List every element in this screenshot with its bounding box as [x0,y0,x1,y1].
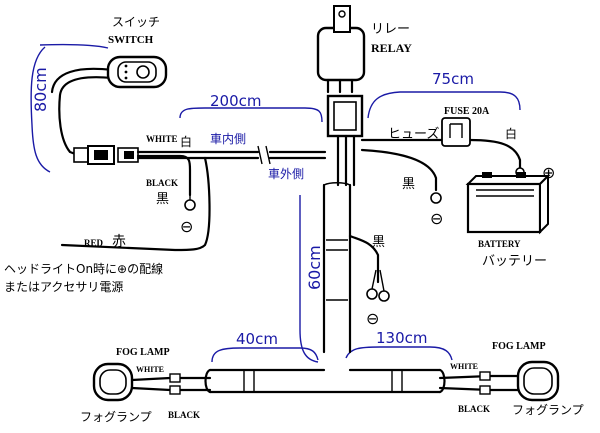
relay-socket [326,94,364,187]
note-line-2: またはアクセサリ電源 [4,280,123,294]
white-fog-left: WHITE [136,365,164,374]
relay-ground-wire [360,148,438,192]
dim-80-bracket [30,46,51,173]
dim-130-label: 130cm [376,329,428,347]
relay-jp-label: リレー [371,22,410,37]
fuse-en-label: FUSE 20A [444,106,490,117]
battery-en-label: BATTERY [478,239,521,249]
relay [316,5,366,94]
black-fog-left: BLACK [168,410,200,420]
outside-car-label: 車外側 [268,167,304,181]
bottom-harness [204,368,446,394]
minus-mid: ⊖ [430,209,443,228]
fog-lamp-left [92,362,212,402]
white-en-left: WHITE [146,134,178,144]
dim-60-bracket [299,194,319,363]
black-jp-left: 黒 [156,192,169,207]
fog-lamp-left-label: FOG LAMP [116,347,170,358]
fog-lamp-right [438,360,560,402]
black-jp-center: 黒 [372,235,385,250]
white-jp-right: 白 [505,126,517,141]
dim-75-bracket [367,91,521,119]
battery-plus-symbol: ⊕ [542,163,555,182]
white-wire-left [136,154,192,197]
dim-80-top [39,43,109,49]
black-fog-right: BLACK [458,404,490,414]
dim-40-bracket [211,347,319,363]
black-jp-mid: 黒 [402,177,415,192]
relay-en-label: RELAY [371,41,412,55]
black-en-left: BLACK [146,178,178,188]
red-en-label: RED [84,238,104,248]
dim-130-bracket [345,346,453,361]
switch [50,55,168,157]
inside-car-label: 車内側 [210,132,246,146]
switch-jp-label: スイッチ [112,15,160,29]
battery-jp-label: バッテリー [482,254,547,269]
red-jp-label: 赤 [112,234,126,250]
battery [465,172,551,235]
battery-plus-wire [360,138,522,172]
outside-harness [322,182,390,354]
note-line-1: ヘッドライトOn時に⊕の配線 [4,261,163,276]
dim-200-bracket [179,107,323,123]
dim-75-label: 75cm [432,70,474,88]
fog-jp-right: フォグランプ [512,403,584,417]
dim-40-label: 40cm [236,330,278,348]
dim-200-label: 200cm [210,92,262,110]
switch-connector [73,145,139,165]
minus-center: ⊖ [366,309,379,328]
minus-left: ⊖ [180,217,193,236]
dim-60-label: 60cm [305,245,324,290]
fuse-jp-label: ヒューズ [388,126,439,142]
fuse [441,117,471,147]
white-jp-left: 白 [180,134,192,149]
dim-80-label: 80cm [31,67,50,112]
fog-lamp-right-label: FOG LAMP [492,341,546,352]
fog-jp-left: フォグランプ [80,410,152,424]
white-fog-right: WHITE [450,362,478,371]
red-wire [60,156,211,252]
switch-en-label: SWITCH [108,34,154,46]
